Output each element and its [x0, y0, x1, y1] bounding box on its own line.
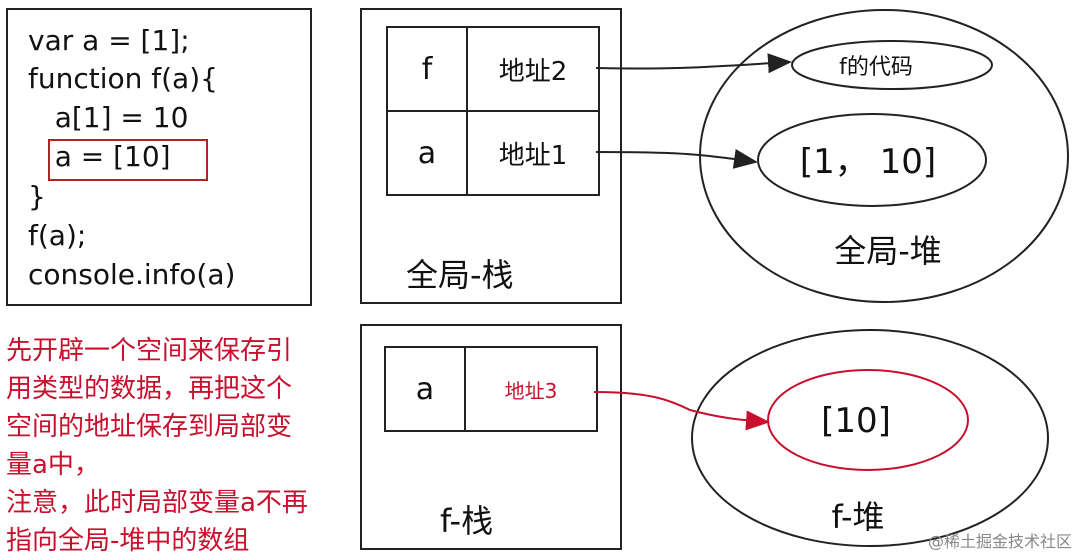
heap-item-text: [1， 10] [800, 142, 936, 182]
code-line: function f(a){ [28, 62, 218, 95]
heap-item-text: f的代码 [839, 55, 913, 80]
arrow-addr3 [593, 391, 770, 431]
watermark: @稀土掘金技术社区 [927, 532, 1072, 551]
heap-item-text: [10] [821, 401, 891, 441]
highlight-box [48, 139, 208, 181]
stack-value: 地址2 [466, 26, 600, 112]
code-line: var a = [1]; [28, 24, 190, 57]
global-stack-table: f 地址2 a 地址1 [386, 26, 600, 196]
stack-value: 地址3 [464, 346, 598, 432]
note-line: 用类型的数据，再把这个 [6, 374, 293, 404]
explanation-note: 先开辟一个空间来保存引 用类型的数据，再把这个 空间的地址保存到局部变 量a中，… [6, 332, 346, 560]
note-line: 指向全局-堆中的数组 [6, 526, 250, 556]
note-line: 先开辟一个空间来保存引 [6, 336, 293, 366]
array-ellipse [757, 113, 987, 207]
f-heap-label: f-堆 [831, 498, 884, 536]
global-stack-frame: f 地址2 a 地址1 全局-栈 [360, 8, 622, 304]
code-line: f(a); [28, 219, 87, 252]
arrow-addr2 [595, 53, 792, 74]
f-stack-label: f-栈 [440, 502, 494, 540]
note-line: 量a中， [6, 450, 100, 480]
note-line: 空间的地址保存到局部变 [6, 412, 293, 442]
global-stack-label: 全局-栈 [406, 256, 514, 294]
stack-key: f [386, 26, 468, 112]
global-heap-label: 全局-堆 [834, 232, 942, 270]
f-code-ellipse [791, 40, 993, 90]
code-panel: var a = [1]; function f(a){ a[1] = 10 a … [6, 8, 312, 306]
code-line: a[1] = 10 [28, 101, 189, 134]
stack-value: 地址1 [466, 110, 600, 196]
code-line: a = [10] [28, 140, 171, 173]
code-line: console.info(a) [28, 258, 236, 291]
note-line: 注意，此时局部变量a不再 [6, 488, 308, 518]
stack-key: a [386, 110, 468, 196]
f-heap-ellipse [691, 329, 1049, 547]
stack-key: a [384, 346, 466, 432]
f-stack-table: a 地址3 [384, 346, 598, 432]
code-line: } [28, 180, 46, 213]
f-stack-frame: a 地址3 f-栈 [360, 324, 622, 550]
arrow-addr1 [595, 148, 758, 169]
